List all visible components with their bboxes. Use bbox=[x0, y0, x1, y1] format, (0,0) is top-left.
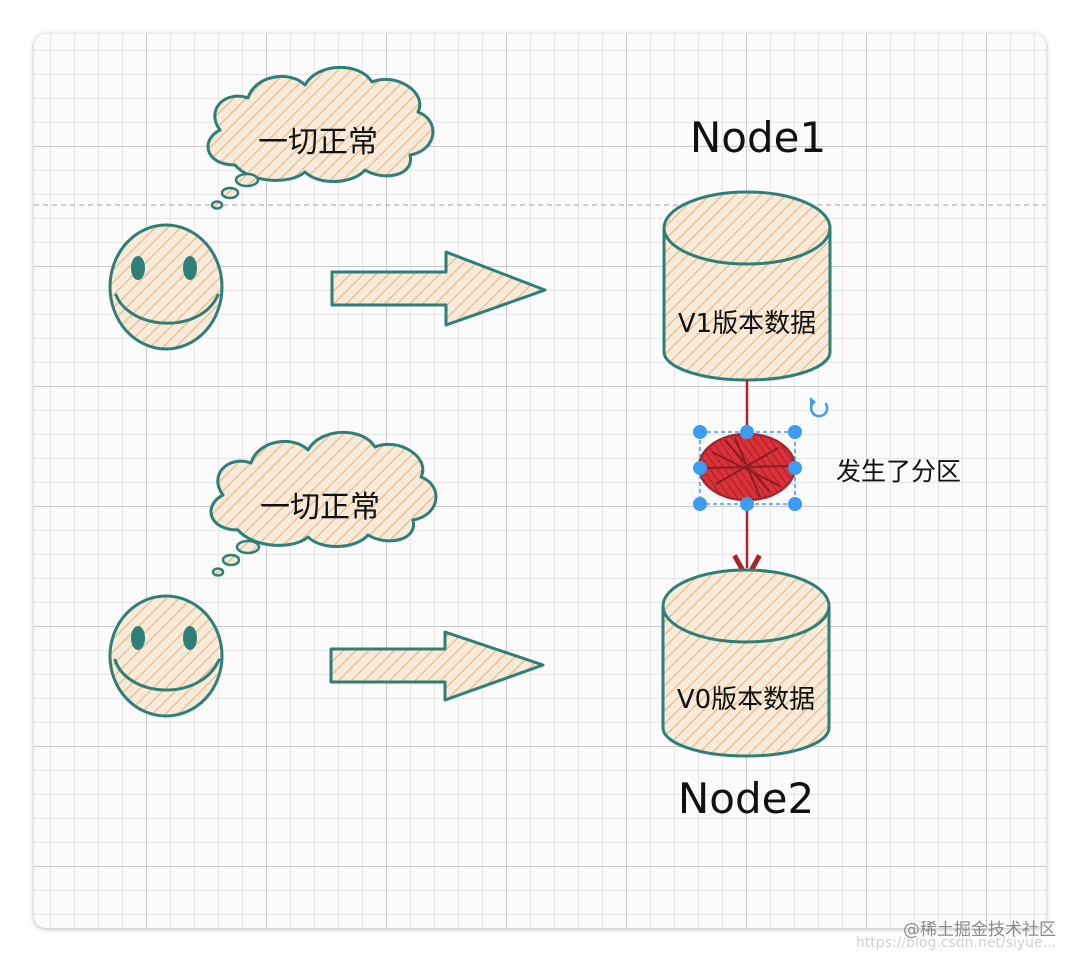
database-v1-top bbox=[662, 190, 832, 266]
partition-scribble-lines bbox=[705, 437, 791, 498]
selection-handle-bottom-left[interactable] bbox=[693, 497, 707, 511]
selection-handle-top[interactable] bbox=[740, 425, 754, 439]
smiley-eye-left-1 bbox=[131, 256, 145, 280]
thought-cloud-2-shape bbox=[209, 430, 438, 548]
selection-handle-right[interactable] bbox=[788, 461, 802, 475]
thought-dot-small-2 bbox=[211, 567, 225, 577]
thought-text-2: 一切正常 bbox=[260, 490, 380, 525]
smiley-mouth-1 bbox=[114, 293, 220, 325]
smiley-eye-right-1 bbox=[183, 256, 197, 280]
database-v0-body bbox=[661, 606, 831, 758]
thought-dot-small-1 bbox=[210, 200, 224, 210]
thought-dot-large-2 bbox=[235, 539, 261, 555]
request-arrow-1[interactable] bbox=[330, 250, 547, 327]
watermark: @稀土掘金技术社区 https://blog.csdn.net/siyue... bbox=[856, 920, 1056, 951]
request-arrow-2[interactable] bbox=[329, 630, 545, 702]
partition-marker[interactable] bbox=[693, 397, 829, 511]
selection-handle-bottom-right[interactable] bbox=[788, 497, 802, 511]
watermark-url: https://blog.csdn.net/siyue... bbox=[855, 935, 1056, 951]
database-v1[interactable]: V1版本数据 bbox=[662, 190, 832, 382]
thought-cloud-1-shape bbox=[206, 65, 435, 183]
smiley-face-2 bbox=[108, 594, 224, 718]
selection-handle-bottom[interactable] bbox=[740, 497, 754, 511]
thought-dot-medium-2 bbox=[221, 553, 241, 567]
database-v1-text: V1版本数据 bbox=[678, 309, 816, 339]
database-v0-text: V0版本数据 bbox=[677, 685, 815, 715]
smiley-eye-right-2 bbox=[183, 626, 197, 650]
selection-handle-top-left[interactable] bbox=[693, 425, 707, 439]
rotate-icon[interactable] bbox=[809, 397, 829, 418]
smiley-mouth-2 bbox=[113, 658, 221, 692]
partition-label: 发生了分区 bbox=[836, 457, 961, 486]
thought-dot-large-1 bbox=[234, 172, 260, 188]
thought-dot-medium-1 bbox=[220, 186, 240, 200]
canvas-window bbox=[34, 34, 1046, 928]
smiley-icon-2[interactable] bbox=[108, 594, 224, 718]
database-v1-body bbox=[662, 228, 832, 382]
selection-handle-top-right[interactable] bbox=[788, 425, 802, 439]
smiley-eye-left-2 bbox=[131, 626, 145, 650]
node2-label: Node2 bbox=[678, 774, 814, 823]
watermark-main: @稀土掘金技术社区 bbox=[903, 920, 1056, 940]
thought-bubble-1[interactable]: 一切正常 bbox=[206, 65, 435, 210]
database-v0[interactable]: V0版本数据 bbox=[661, 568, 831, 758]
smiley-face-1 bbox=[108, 223, 224, 351]
thought-bubble-2[interactable]: 一切正常 bbox=[209, 430, 438, 577]
node1-label: Node1 bbox=[690, 113, 826, 162]
thought-text-1: 一切正常 bbox=[258, 125, 378, 160]
smiley-icon[interactable] bbox=[108, 223, 224, 351]
selection-handle-left[interactable] bbox=[693, 461, 707, 475]
database-v0-top bbox=[661, 568, 831, 644]
